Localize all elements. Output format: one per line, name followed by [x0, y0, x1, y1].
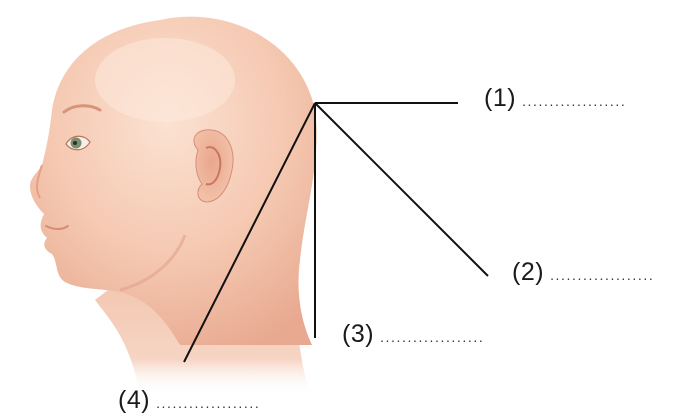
callout-4-number: (4) [118, 386, 150, 414]
callout-1-blank[interactable]: ................... [522, 93, 626, 109]
callout-1: (1)................... [484, 86, 626, 111]
callout-2-blank[interactable]: ................... [550, 267, 654, 283]
callout-3: (3)................... [342, 322, 484, 347]
callout-2: (2)................... [512, 260, 654, 285]
pointer-line-2 [315, 103, 488, 276]
callout-4-blank[interactable]: ................... [156, 395, 260, 411]
callout-3-blank[interactable]: ................... [380, 329, 484, 345]
callout-1-number: (1) [484, 84, 516, 112]
callout-3-number: (3) [342, 320, 374, 348]
pupil [73, 141, 77, 145]
callout-4: (4)................... [118, 388, 260, 413]
crown-highlight [95, 38, 235, 122]
callout-2-number: (2) [512, 258, 544, 286]
